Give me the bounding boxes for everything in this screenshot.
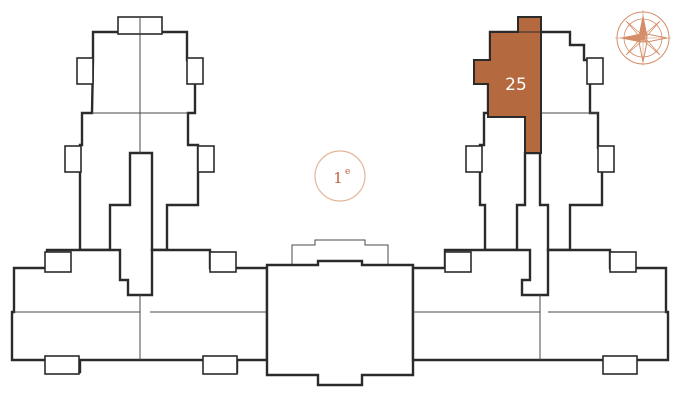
floor-suffix: e — [345, 167, 350, 177]
left-tower — [64, 16, 215, 252]
floor-badge-circle — [314, 150, 366, 202]
unit-25-label: 25 — [505, 75, 527, 95]
unit-25-area[interactable] — [473, 16, 542, 154]
right-wing — [411, 248, 670, 375]
floor-number: 1 — [333, 169, 343, 187]
floor-indicator: 1 e — [314, 150, 366, 202]
unit-25[interactable]: 25 — [473, 16, 542, 154]
central-block — [265, 239, 415, 387]
left-wing — [10, 248, 269, 375]
compass-rose-icon — [615, 10, 671, 66]
